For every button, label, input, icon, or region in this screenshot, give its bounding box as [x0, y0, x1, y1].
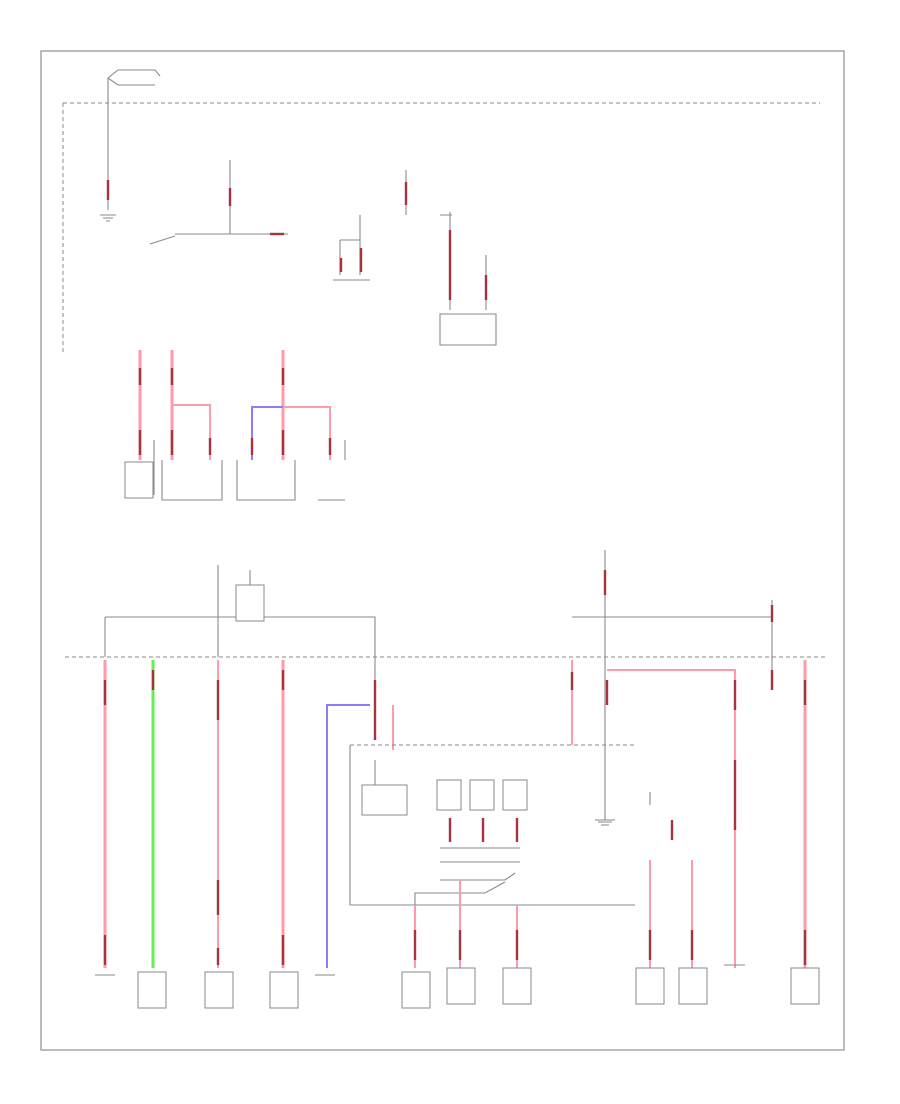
top-feed-circuit: [62, 69, 820, 352]
right-branches: [648, 792, 694, 968]
central-module: [349, 744, 635, 968]
ground-symbols: [100, 214, 612, 826]
fuse-group-right: [236, 350, 346, 501]
fuse-group-left: [124, 350, 223, 501]
bottom-components: [95, 964, 820, 1009]
bus-section: [65, 550, 825, 820]
top-relay-group: [333, 170, 497, 346]
diagram-frame: [40, 50, 845, 1051]
lower-branches: [103, 660, 807, 968]
